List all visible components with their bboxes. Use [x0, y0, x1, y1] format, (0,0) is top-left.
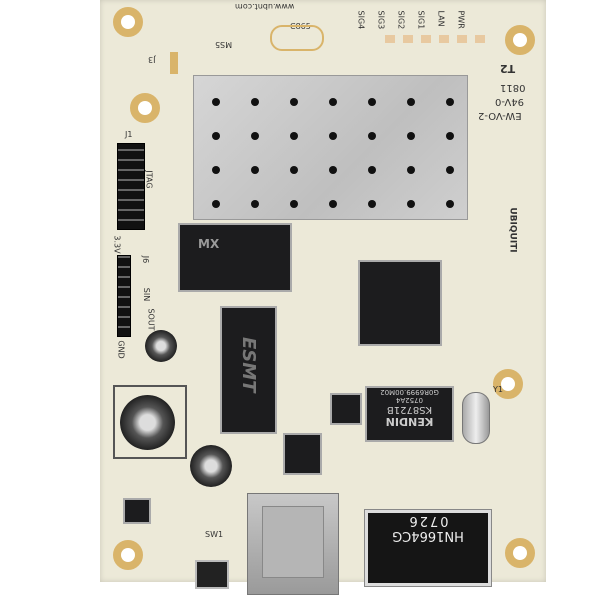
inductor-outline — [113, 385, 187, 459]
shield-vent-hole — [446, 200, 454, 208]
ms5-label: MS5 — [215, 40, 233, 49]
shield-vent-hole — [446, 132, 454, 140]
crystal — [462, 392, 490, 444]
shield-vent-hole — [290, 166, 298, 174]
battery-footprint — [270, 25, 324, 51]
power-inductor — [120, 395, 175, 450]
led-label: SIG2 — [396, 10, 406, 30]
kendin-phy: KENDIN KS8721B 0752A4 G0R6999.00M02 — [367, 388, 452, 440]
date-code: 0811 — [500, 82, 526, 93]
y1-label: Y1 — [493, 385, 503, 394]
shield-vent-hole — [290, 98, 298, 106]
shield-vent-hole — [446, 98, 454, 106]
shield-vent-hole — [290, 132, 298, 140]
ethernet-jack[interactable] — [247, 493, 339, 595]
led-label: SIG1 — [416, 10, 426, 30]
led-label: PWR — [456, 10, 466, 29]
shield-vent-hole — [212, 98, 220, 106]
sw1-label: SW1 — [205, 530, 224, 539]
kendin-part: KS8721B — [386, 404, 433, 415]
transformer-code: 0726 — [407, 513, 449, 528]
transformer-part: HN1664CG — [392, 528, 464, 543]
jtag-label: JTAG — [144, 170, 154, 189]
shield-vent-hole — [368, 98, 376, 106]
shield-vent-hole — [407, 166, 415, 174]
kendin-brand: KENDIN — [385, 415, 434, 428]
sdram-brand: ESMT — [238, 337, 259, 393]
shield-vent-hole — [212, 166, 220, 174]
antenna-pad — [170, 52, 178, 74]
mounting-hole — [505, 25, 535, 55]
shield-vent-hole — [368, 200, 376, 208]
shield-vent-hole — [329, 98, 337, 106]
v33-label: 3.3V — [112, 235, 122, 254]
gnd-label: GND — [116, 340, 126, 359]
reset-button[interactable] — [195, 560, 229, 589]
regulator — [285, 435, 320, 473]
shield-vent-hole — [368, 166, 376, 174]
kendin-code: 0752A4 G0R6999.00M02 — [380, 388, 439, 404]
shield-vent-hole — [251, 132, 259, 140]
mounting-hole — [493, 369, 523, 399]
mounting-hole — [113, 540, 143, 570]
shield-vent-hole — [446, 166, 454, 174]
serial-header[interactable] — [117, 255, 131, 337]
led-row: SIG4 SIG3 SIG2 SIG1 LAN PWR — [355, 10, 467, 30]
mounting-hole — [130, 93, 160, 123]
shield-vent-hole — [329, 132, 337, 140]
shield-vent-hole — [290, 200, 298, 208]
shield-vent-hole — [251, 98, 259, 106]
shield-vent-hole — [368, 132, 376, 140]
capacitor — [190, 445, 232, 487]
led-label: LAN — [436, 10, 446, 27]
shield-vent-hole — [407, 98, 415, 106]
small-ic — [332, 395, 360, 423]
jtag-header[interactable] — [117, 143, 145, 230]
mounting-hole — [113, 7, 143, 37]
sin-label: SIN — [142, 287, 152, 302]
capacitor — [145, 330, 177, 362]
shield-vent-hole — [212, 200, 220, 208]
t2-label: T2 — [500, 62, 516, 75]
led-label: SIG4 — [356, 10, 366, 30]
sdram-chip: ESMT — [222, 308, 275, 432]
shield-vent-hole — [329, 166, 337, 174]
ubiquiti-logo: UBIQUITI — [507, 207, 518, 253]
shield-vent-hole — [407, 132, 415, 140]
rating-label: 94V-0 — [495, 96, 524, 107]
rf-shield — [193, 75, 468, 220]
j6-label: J6 — [141, 255, 151, 264]
j1-label: J1 — [125, 130, 133, 139]
sout-label: SOUT — [146, 308, 156, 331]
atheros-soc — [360, 262, 440, 344]
shield-vent-hole — [251, 200, 259, 208]
shield-vent-hole — [212, 132, 220, 140]
small-ic — [125, 500, 149, 522]
flash-chip: MX — [180, 225, 290, 290]
transformer: HN1664CG 0726 — [365, 510, 491, 586]
shield-vent-hole — [251, 166, 259, 174]
led-array — [385, 35, 485, 43]
model-label: EW-VO-2 — [478, 110, 522, 121]
url-label: www.ubnt.com — [235, 2, 295, 11]
mounting-hole — [505, 538, 535, 568]
shield-vent-hole — [329, 200, 337, 208]
flash-brand: MX — [198, 237, 220, 251]
led-label: SIG3 — [376, 10, 386, 30]
j3-label: J3 — [148, 55, 156, 64]
shield-vent-hole — [407, 200, 415, 208]
